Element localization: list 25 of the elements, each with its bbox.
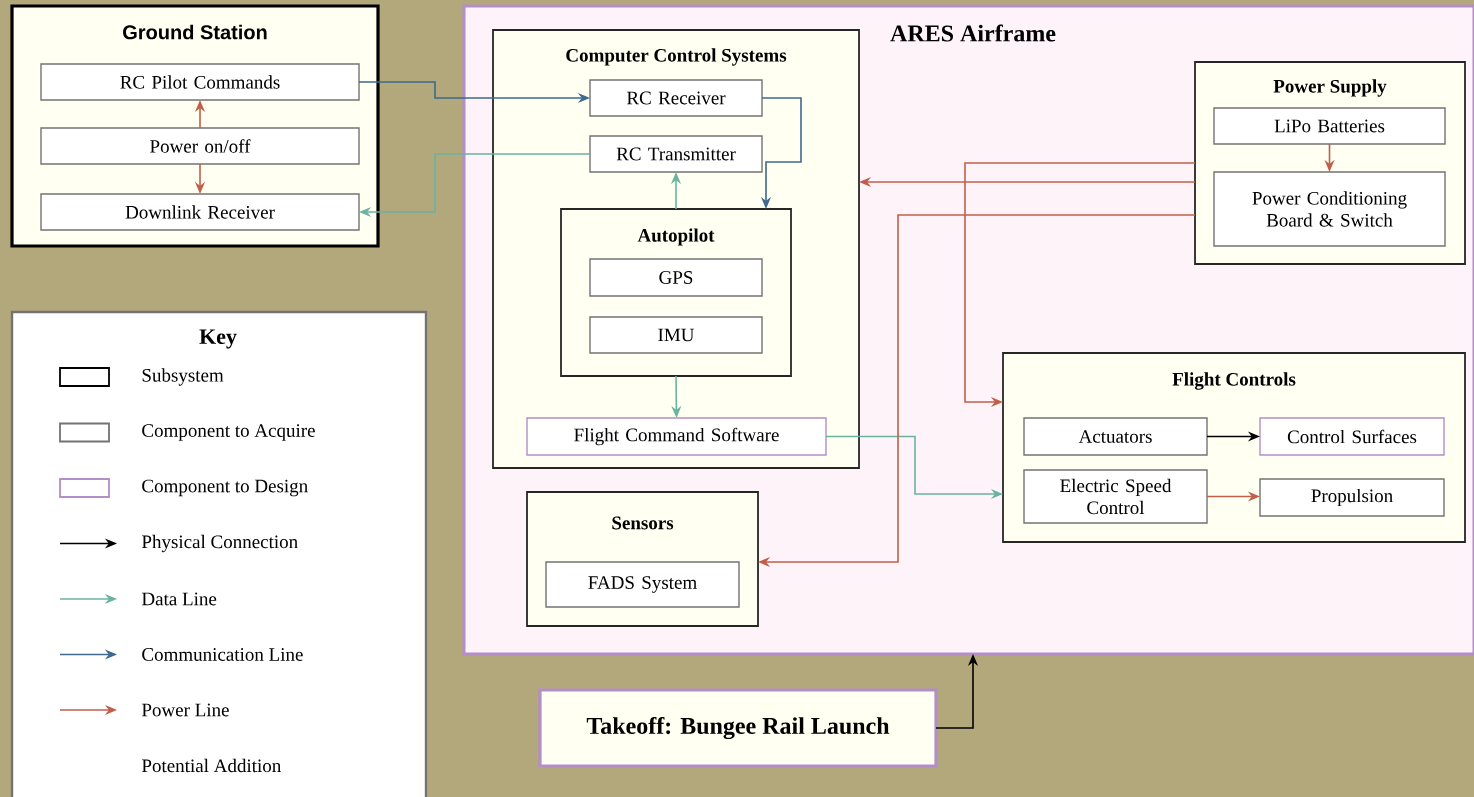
takeoff-box: Takeoff: Bungee Rail Launch bbox=[538, 688, 938, 768]
component-box: IMU bbox=[589, 316, 763, 354]
legend-label: Component to Design bbox=[142, 479, 308, 497]
legend-label: Data Line bbox=[141, 592, 217, 606]
component-box: Downlink Receiver bbox=[40, 193, 360, 231]
legend-label: Subsystem bbox=[142, 368, 224, 386]
component-box: Actuators bbox=[1023, 417, 1208, 456]
legend-title: Key bbox=[199, 329, 237, 349]
component-box: Flight Command Software bbox=[526, 417, 827, 456]
component-box: FADS System bbox=[545, 561, 740, 608]
component-box: Electric Speed Control bbox=[1023, 469, 1208, 524]
component-box: RC Pilot Commands bbox=[40, 63, 360, 101]
component-box: Power on/off bbox=[40, 127, 360, 165]
component-box: Power Conditioning Board & Switch bbox=[1213, 171, 1446, 247]
component-box: Propulsion bbox=[1259, 478, 1445, 517]
legend-label: Communication Line bbox=[142, 648, 303, 661]
component-box: RC Receiver bbox=[589, 79, 763, 117]
legend-label: Component to Acquire bbox=[142, 424, 315, 441]
component-box: RC Transmitter bbox=[589, 135, 763, 173]
legend-label: Physical Connection bbox=[141, 534, 298, 553]
component-box: Control Surfaces bbox=[1259, 417, 1445, 456]
component-box: LiPo Batteries bbox=[1213, 107, 1446, 145]
legend-label: Power Line bbox=[141, 703, 229, 717]
legend-label: Potential Addition bbox=[141, 758, 281, 773]
component-box: GPS bbox=[589, 258, 763, 297]
